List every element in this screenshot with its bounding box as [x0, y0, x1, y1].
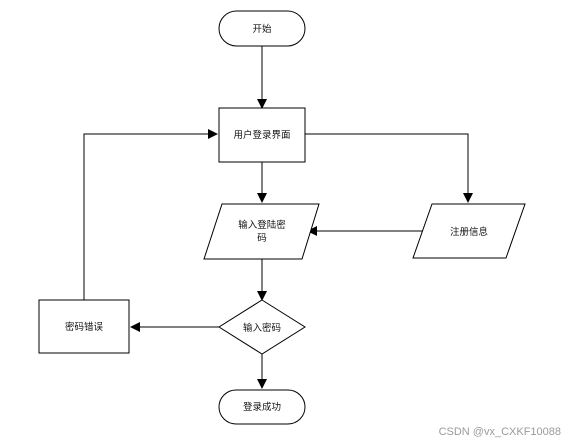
node-input-credentials-label-line2: 码 [257, 233, 267, 244]
node-input-password-decision: 输入密码 [218, 299, 306, 355]
data-shape [412, 203, 526, 259]
edges [83, 46, 473, 389]
node-register-info: 注册信息 [412, 203, 526, 259]
node-login-page-label: 用户登录界面 [233, 129, 290, 141]
edge-password-error-to-login-page [83, 129, 218, 300]
node-login-success: 登录成功 [218, 389, 306, 425]
node-input-credentials: 输入登陆密 码 [203, 203, 320, 260]
edge-login-page-to-register-info [305, 133, 473, 203]
data-shape [203, 203, 320, 260]
terminal-shape [218, 389, 306, 425]
node-input-password-decision-label: 输入密码 [243, 322, 281, 334]
terminal-shape [218, 10, 306, 47]
node-input-credentials-label-line1: 输入登陆密 [238, 219, 286, 231]
node-password-error: 密码错误 [38, 299, 130, 354]
watermark: CSDN @vx_CXKF10088 [438, 426, 561, 438]
process-shape [38, 299, 130, 354]
decision-shape [218, 299, 306, 355]
nodes: 开始 用户登录界面 输入登陆密 码 注册信息 输入密码 密码错误 [38, 10, 526, 425]
node-login-success-label: 登录成功 [243, 401, 281, 413]
node-start: 开始 [218, 10, 306, 47]
node-login-page: 用户登录界面 [218, 107, 306, 163]
process-shape [218, 107, 306, 163]
node-register-info-label: 注册信息 [450, 226, 488, 238]
node-start-label: 开始 [252, 23, 272, 35]
node-password-error-label: 密码错误 [65, 321, 104, 333]
